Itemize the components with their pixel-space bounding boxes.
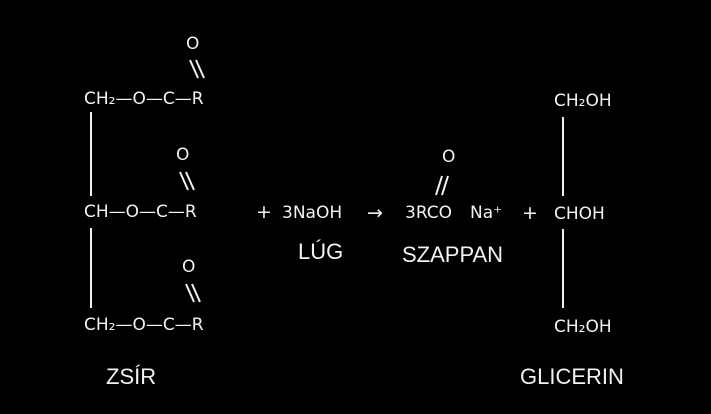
fat-label: ZSÍR [106, 364, 156, 389]
fat-bot-double-bond-b [191, 283, 201, 303]
fat-top-carbonyl-oxygen: O [186, 34, 199, 54]
plus-sign-1: + [256, 201, 272, 223]
soap-product: O 3RCO Na⁺ SZAPPAN [402, 147, 503, 267]
soap-carbonyl-oxygen: O [442, 147, 455, 167]
glycerol-bot-group: CH₂OH [554, 317, 612, 337]
glycerol-label: GLICERIN [520, 364, 624, 389]
fat-molecule: O CH₂—O—C—R O CH—O—C—R O CH₂—O—C—R ZSÍR [84, 34, 205, 389]
soap-label: SZAPPAN [402, 242, 503, 267]
glycerol-product: CH₂OH CHOH CH₂OH GLICERIN [520, 91, 624, 389]
soap-counter-ion: Na⁺ [470, 203, 502, 223]
fat-top-ester-chain: CH₂—O—C—R [84, 89, 204, 109]
soap-double-bond-a [435, 175, 443, 196]
reaction-arrow: → [367, 202, 383, 224]
naoh-label: LÚG [298, 239, 343, 264]
naoh-reactant: 3NaOH LÚG [282, 203, 343, 264]
soap-formula: 3RCO [405, 203, 452, 223]
glycerol-mid-group: CHOH [554, 204, 605, 224]
fat-mid-carbonyl-oxygen: O [176, 145, 189, 165]
fat-bot-ester-chain: CH₂—O—C—R [84, 315, 204, 335]
soap-double-bond-b [441, 175, 449, 196]
fat-mid-double-bond-b [185, 171, 195, 191]
fat-top-double-bond-b [195, 59, 205, 79]
fat-mid-double-bond-a [179, 171, 189, 191]
plus-sign-2: + [522, 202, 538, 224]
fat-top-double-bond-a [189, 59, 199, 79]
fat-bot-carbonyl-oxygen: O [182, 257, 195, 277]
fat-mid-ester-chain: CH—O—C—R [84, 202, 197, 222]
glycerol-top-group: CH₂OH [554, 91, 612, 111]
fat-bot-double-bond-a [185, 283, 195, 303]
naoh-formula: 3NaOH [282, 203, 342, 223]
